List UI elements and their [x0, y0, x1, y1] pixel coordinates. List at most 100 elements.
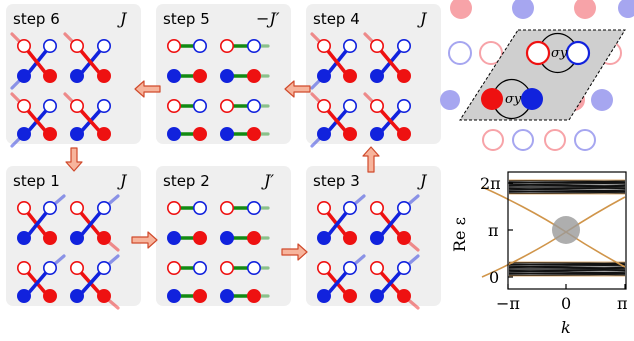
hollow-site [342, 261, 357, 276]
hollow-site [342, 200, 357, 215]
quasienergy-bands [508, 179, 626, 277]
top-blue-site [565, 40, 591, 66]
band-line [508, 266, 626, 269]
filled-site [70, 69, 85, 84]
filled-site [247, 231, 262, 246]
filled-site [192, 69, 207, 84]
hollow-site [167, 200, 181, 215]
filled-site [342, 69, 357, 84]
filled-site [42, 69, 57, 84]
hollow-site [342, 99, 357, 114]
hollow-site [70, 38, 85, 53]
hollow-site [97, 38, 112, 53]
filled-site [397, 289, 412, 304]
step-3-coupling: J [417, 171, 428, 190]
filled-site [167, 69, 181, 84]
step-5-label: step 5 [163, 10, 210, 28]
filled-site [42, 231, 57, 246]
step-5-coupling: −J′ [256, 9, 280, 28]
hollow-site [17, 99, 31, 114]
step-4-label: step 4 [313, 10, 360, 28]
panel-step-5: step 5 −J′ [156, 4, 291, 144]
panel-step-6: step 6 J [6, 4, 141, 148]
band-line [508, 179, 626, 183]
sigma-bottom-label: σy [505, 92, 522, 107]
hollow-site [167, 261, 181, 276]
band-line [508, 261, 626, 265]
hollow-site [247, 261, 262, 276]
hollow-site [97, 261, 112, 276]
crossing-highlight [552, 216, 580, 244]
hollow-site [192, 200, 207, 215]
hollow-site [167, 99, 181, 114]
hollow-site [220, 99, 235, 114]
arrow-step5-to-step6 [134, 80, 161, 98]
xtick-0: 0 [561, 294, 571, 313]
filled-site [42, 127, 57, 142]
filled-site [167, 127, 181, 142]
hollow-site [370, 261, 385, 276]
hollow-site [167, 38, 181, 53]
hollow-site [317, 200, 331, 215]
filled-site [70, 127, 85, 142]
hollow-site [97, 200, 112, 215]
hollow-site [192, 99, 207, 114]
hollow-site [397, 261, 412, 276]
hollow-site [247, 200, 262, 215]
lattice-sites [10, 32, 112, 148]
hollow-site [70, 200, 85, 215]
filled-site [220, 69, 235, 84]
lattice-sites [310, 32, 412, 148]
band-line [508, 191, 626, 195]
ylabel: Re ε [450, 217, 469, 252]
step-6-label: step 6 [13, 10, 60, 28]
filled-site [370, 127, 385, 142]
hollow-site [397, 99, 412, 114]
filled-site [317, 231, 331, 246]
filled-site [70, 231, 85, 246]
hollow-site [42, 261, 57, 276]
bottom-blue-site [521, 88, 543, 110]
filled-site [97, 289, 112, 304]
step-2-coupling: J′ [261, 171, 274, 190]
band-line [508, 273, 626, 277]
filled-site [17, 231, 31, 246]
panel-step-1: step 1 J [6, 166, 141, 310]
hollow-site [220, 38, 235, 53]
ytick-pi: π [488, 221, 499, 240]
ytick-0: 0 [489, 268, 499, 287]
hollow-site [370, 99, 385, 114]
hollow-site [220, 200, 235, 215]
hollow-site [17, 200, 31, 215]
band-line [508, 182, 626, 186]
filled-site [247, 289, 262, 304]
arrow-step1-to-step2 [131, 231, 158, 249]
hollow-site [247, 38, 262, 53]
band-line [508, 264, 626, 268]
hollow-site [17, 261, 31, 276]
filled-site [97, 127, 112, 142]
step-6-coupling: J [117, 9, 128, 28]
step-2-label: step 2 [163, 172, 210, 190]
filled-site [247, 69, 262, 84]
hollow-site [370, 200, 385, 215]
band-line [508, 269, 626, 272]
filled-site [167, 231, 181, 246]
filled-site [397, 127, 412, 142]
hollow-site [42, 200, 57, 215]
filled-site [342, 127, 357, 142]
faded-sites [440, 0, 634, 151]
filled-site [97, 231, 112, 246]
hollow-site [17, 38, 31, 53]
filled-site [192, 289, 207, 304]
filled-site [42, 289, 57, 304]
hollow-site [97, 99, 112, 114]
filled-site [167, 289, 181, 304]
hollow-site [317, 38, 331, 53]
xtick-neg-pi: −π [496, 294, 520, 313]
bottom-red-site [481, 88, 503, 110]
band-line [508, 187, 626, 190]
filled-site [220, 289, 235, 304]
hollow-site [342, 38, 357, 53]
